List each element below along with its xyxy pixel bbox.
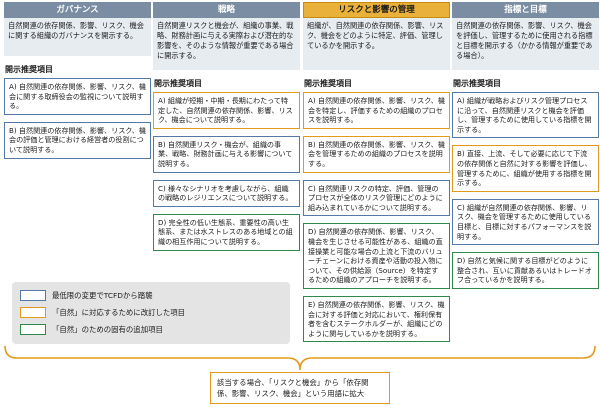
column-title: ガバナンス: [4, 2, 151, 18]
column-title: 戦略: [153, 2, 300, 18]
recommended-disclosures-label: 開示推奨項目: [154, 79, 202, 88]
column-title: リスクと影響の管理: [303, 2, 450, 18]
legend-label: 最低限の変更でTCFDから踏襲: [52, 291, 153, 300]
disclosure-card: E) 自然関連の依存関係、影響、リスク、機会に対する評価と対応において、権利保有…: [303, 295, 450, 343]
green-border-swatch: [20, 324, 46, 335]
disclosure-card: A) 組織が戦略およびリスク管理プロセスに沿って、自然関連リスクと機会を評価し、…: [452, 92, 599, 139]
column-description: 自然関連リスクと機会が、組織の事業、戦略、財務計画に与える実際および潜在的な影響…: [153, 18, 300, 70]
disclosure-card: D) 完全性の低い生態系、重要性の高い生態系、または水ストレスのある地域との組織…: [153, 213, 300, 251]
column-description: 自然関連の依存関係、影響、リスク、機会を評価し、管理するために使用される指標と目…: [452, 18, 599, 70]
recommended-disclosures-label: 開示推奨項目: [304, 79, 352, 88]
legend-item-blue: 最低限の変更でTCFDから踏襲: [20, 287, 282, 304]
column-title: 指標と目標: [452, 2, 599, 18]
blue-border-swatch: [20, 290, 46, 301]
bracket-line: [4, 345, 596, 371]
disclosure-card: B) 自然関連の依存関係、影響、リスク、機会を管理するための組織のプロセスを説明…: [303, 135, 450, 173]
column-description: 自然関連の依存関係、影響、リスク、機会に関する組織のガバナンスを開示する。: [4, 18, 151, 56]
disclosure-card: B) 直接、上流、そして必要に応じて下流の依存関係と自然に対する影響を評価し、管…: [452, 145, 599, 192]
column-metrics-targets: 指標と目標 自然関連の依存関係、影響、リスク、機会を評価し、管理するために使用さ…: [452, 2, 599, 296]
terminology-note: 該当する場合、「リスクと機会」から「依存関係、影響、リスク、機会」という用語に拡…: [210, 372, 390, 404]
legend-item-orange: 「自然」に対応するために改訂した項目: [20, 304, 282, 321]
disclosure-card: A) 自然関連の依存関係、影響、リスク、機会を特定し、評価するための組織のプロセ…: [303, 92, 450, 129]
column-risk-impact-management: リスクと影響の管理 組織が、自然関連の依存関係、影響、リスク、機会をどのように特…: [303, 2, 450, 349]
column-governance: ガバナンス 自然関連の依存関係、影響、リスク、機会に関する組織のガバナンスを開示…: [4, 2, 151, 166]
column-strategy: 戦略 自然関連リスクと機会が、組織の事業、戦略、財務計画に与える実際および潜在的…: [153, 2, 300, 258]
legend-label: 「自然」に対応するために改訂した項目: [52, 308, 186, 317]
recommended-disclosures-label: 開示推奨項目: [5, 65, 53, 74]
disclosure-card: A) 自然関連の依存関係、影響、リスク、機会に関する取締役会の監視について説明す…: [4, 78, 151, 115]
orange-border-swatch: [20, 307, 46, 318]
disclosure-card: A) 組織が短期・中期・長期にわたって特定した、自然関連の依存関係、影響、リスク…: [153, 92, 300, 129]
legend-item-green: 「自然」のための固有の追加項目: [20, 321, 282, 338]
legend-label: 「自然」のための固有の追加項目: [52, 325, 163, 334]
disclosure-card: D) 自然関連の依存関係、影響、リスク、機会を生じさせる可能性がある、組織の直接…: [303, 223, 450, 289]
bracket-connector: [4, 345, 596, 371]
recommended-disclosures-label: 開示推奨項目: [453, 79, 501, 88]
disclosure-card: B) 自然関連リスク・機会が、組織の事業、戦略、財務計画に与える影響について説明…: [153, 135, 300, 173]
disclosure-card: B) 自然関連の依存関係、影響、リスク、機会の評価と管理における経営者の役割につ…: [4, 121, 151, 159]
legend: 最低限の変更でTCFDから踏襲 「自然」に対応するために改訂した項目 「自然」の…: [12, 282, 290, 344]
disclosure-card: C) 様々なシナリオを考慮しながら、組織の戦略のレジリエンスについて説明する。: [153, 179, 300, 207]
disclosure-card: D) 自然と気候に関する目標がどのように整合され、互いに貢献あるいはトレードオフ…: [452, 252, 599, 289]
column-description: 組織が、自然関連の依存関係、影響、リスク、機会をどのように特定、評価、管理してい…: [303, 18, 450, 70]
disclosure-card: C) 組織が自然関連の依存関係、影響、リスク、機会を管理するために使用している目…: [452, 198, 599, 246]
disclosure-card: C) 自然関連リスクの特定、評価、管理のプロセスが全体のリスク管理にどのように組…: [303, 179, 450, 217]
